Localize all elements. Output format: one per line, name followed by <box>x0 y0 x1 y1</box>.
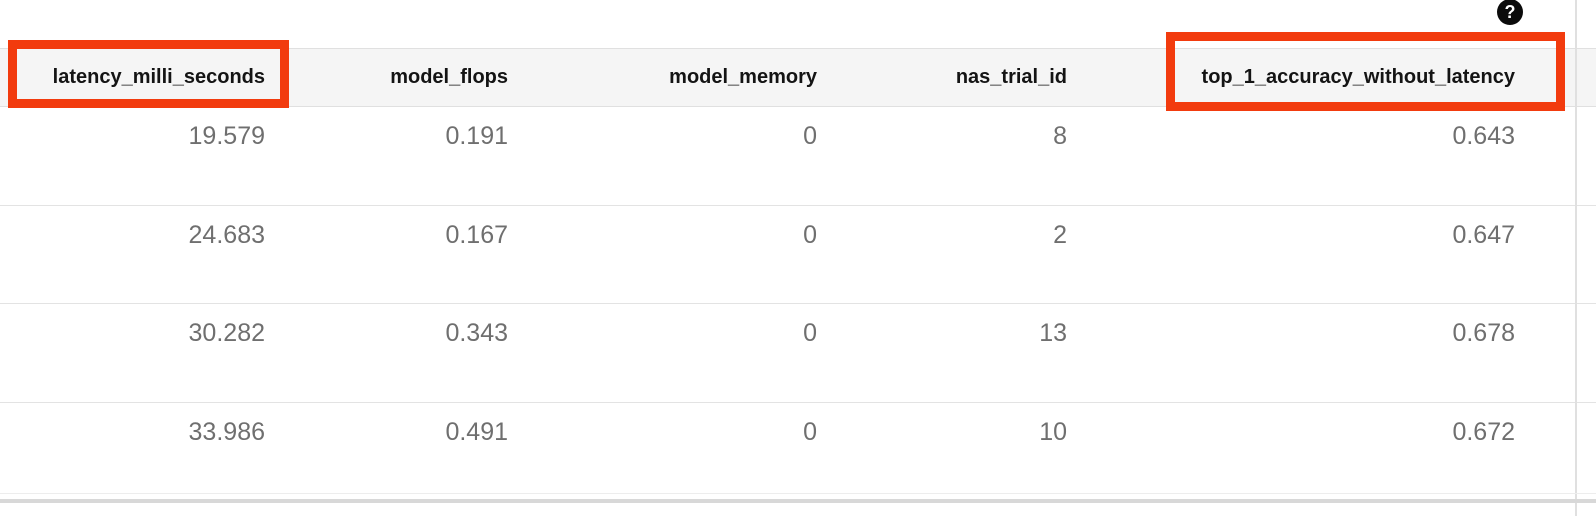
cell-model_memory: 0 <box>524 303 833 403</box>
cell-nas_trial_id: 2 <box>833 205 1083 304</box>
cell-model_flops: 0.191 <box>281 106 524 206</box>
cell-nas_trial_id: 8 <box>833 106 1083 206</box>
column-header-spacer <box>1575 48 1596 107</box>
cell-spacer <box>1575 205 1596 304</box>
cell-model_flops: 0.491 <box>281 402 524 501</box>
cell-nas_trial_id: 10 <box>833 402 1083 501</box>
cell-spacer <box>1575 106 1596 206</box>
cell-spacer <box>1575 303 1596 403</box>
cell-latency_milli_seconds: 19.579 <box>0 106 281 206</box>
cell-top_1_accuracy_without_latency: 0.643 <box>1083 106 1575 206</box>
column-header-model_flops[interactable]: model_flops <box>281 48 524 107</box>
column-header-latency_milli_seconds[interactable]: latency_milli_seconds <box>0 48 281 107</box>
cell-model_memory: 0 <box>524 205 833 304</box>
column-header-top_1_accuracy_without_latency[interactable]: top_1_accuracy_without_latency <box>1083 48 1575 107</box>
column-header-model_memory[interactable]: model_memory <box>524 48 833 107</box>
cell-model_flops: 0.167 <box>281 205 524 304</box>
cell-model_memory: 0 <box>524 402 833 501</box>
cell-nas_trial_id: 13 <box>833 303 1083 403</box>
help-icon[interactable]: ? <box>1497 0 1523 25</box>
table-bottom-border <box>0 499 1596 503</box>
cell-spacer <box>1575 402 1596 501</box>
cell-model_flops: 0.343 <box>281 303 524 403</box>
cell-top_1_accuracy_without_latency: 0.647 <box>1083 205 1575 304</box>
cell-model_memory: 0 <box>524 106 833 206</box>
column-header-nas_trial_id[interactable]: nas_trial_id <box>833 48 1083 107</box>
cell-latency_milli_seconds: 33.986 <box>0 402 281 501</box>
cell-top_1_accuracy_without_latency: 0.678 <box>1083 303 1575 403</box>
cell-latency_milli_seconds: 30.282 <box>0 303 281 403</box>
cell-top_1_accuracy_without_latency: 0.672 <box>1083 402 1575 501</box>
column-divider <box>1575 0 1577 516</box>
table-bottom-hairline <box>0 493 1596 494</box>
cell-latency_milli_seconds: 24.683 <box>0 205 281 304</box>
